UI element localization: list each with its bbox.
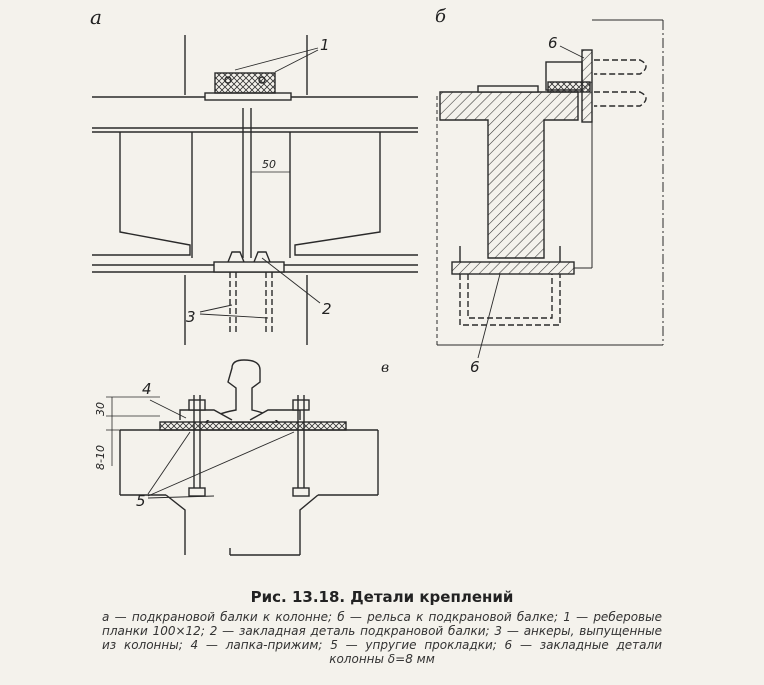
dimension-gap: 50 <box>262 158 276 171</box>
callout-1: 1 <box>320 36 330 54</box>
callout-2: 2 <box>322 300 332 318</box>
caption-title: Рис. 13.18. Детали креплений <box>250 588 514 606</box>
caption-text: а — подкрановой балки к колонне; б — рел… <box>102 610 662 666</box>
panel-b-drawing <box>436 19 664 359</box>
panel-c-drawing <box>106 359 379 556</box>
callout-4: 4 <box>142 380 152 398</box>
callout-6-top: 6 <box>548 34 558 52</box>
callout-3: 3 <box>186 308 196 326</box>
panel-c-label: в <box>381 360 389 376</box>
technical-drawing: а 1 50 2 3 б 6 6 в <box>90 5 664 556</box>
panel-a-label: а <box>90 5 102 29</box>
panel-a-drawing <box>92 35 418 345</box>
figure-caption: Рис. 13.18. Детали креплений а — подкран… <box>0 588 764 666</box>
dimension-height-top: 30 <box>94 402 107 416</box>
dimension-height-side: 8-10 <box>94 445 107 470</box>
callout-5: 5 <box>136 492 146 510</box>
callout-6-bottom: 6 <box>470 358 480 376</box>
panel-b-label: б <box>435 6 447 27</box>
